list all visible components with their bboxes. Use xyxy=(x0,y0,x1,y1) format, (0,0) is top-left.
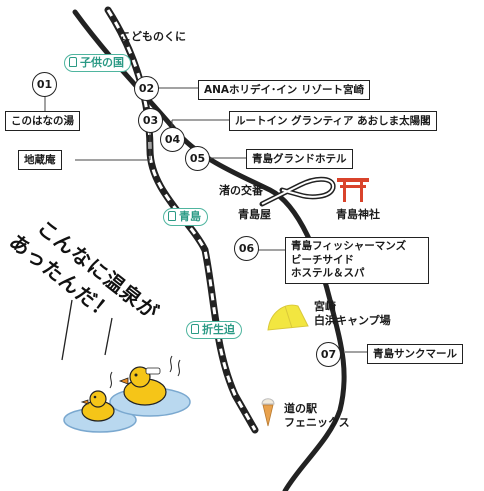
spot-02-name: ANAホリデイ･イン リゾート宮崎 xyxy=(198,80,370,100)
tent-icon xyxy=(267,304,309,331)
station-kodomonokuni: 子供の国 xyxy=(64,54,131,72)
train-icon xyxy=(168,211,176,221)
station-label: 青島 xyxy=(179,210,201,223)
spot-06-number: 06 xyxy=(234,236,259,261)
duck-icon xyxy=(80,390,115,422)
spot-03-number: 03 xyxy=(138,108,163,133)
station-orifuseko: 折生迫 xyxy=(186,321,242,339)
nagisa-police-box-label: 渚の交番 xyxy=(219,184,263,197)
spot-01-name: このはなの湯 xyxy=(5,111,80,131)
michinoeki-label: 道の駅 フェニックス xyxy=(284,402,374,430)
torii-icon xyxy=(337,178,369,202)
spot-05-name: 青島グランドホテル xyxy=(246,149,353,169)
leader-lines xyxy=(44,87,370,353)
spot-07-name: 青島サンクマール xyxy=(367,344,463,364)
duck-icon xyxy=(118,366,167,406)
station-label: 折生迫 xyxy=(202,323,235,336)
michinoeki-label-line2: フェニックス xyxy=(284,416,350,429)
train-icon xyxy=(191,324,199,334)
spot-01-number: 01 xyxy=(32,72,57,97)
duck-illustration xyxy=(63,355,191,433)
spot-06-name-line3: ホステル＆スパ xyxy=(291,267,365,279)
spot-02-number: 02 xyxy=(134,76,159,101)
shirahama-camp-label: 宮崎 白浜キャンプ場 xyxy=(314,300,424,328)
spot-06-name: 青島フィッシャーマンズ ビーチサイド ホステル＆スパ xyxy=(285,237,429,284)
spot-04-number: 04 xyxy=(160,127,185,152)
spot-03-name: 地蔵庵 xyxy=(18,150,62,170)
kodomonokuni-area-label: こどものくに xyxy=(120,30,186,43)
spot-06-name-line2: ビーチサイド xyxy=(291,253,354,266)
loop-road xyxy=(259,176,336,207)
spot-05-number: 05 xyxy=(185,146,210,171)
spot-06-name-line1: 青島フィッシャーマンズ xyxy=(291,240,407,252)
train-icon xyxy=(69,57,77,67)
slogan: こんなに温泉が あったんだ！ xyxy=(5,212,164,362)
camp-label-line1: 宮崎 xyxy=(314,300,336,313)
camp-label-line2: 白浜キャンプ場 xyxy=(314,314,391,327)
aoshimaya-label: 青島屋 xyxy=(238,208,271,221)
aoshima-shrine-label: 青島神社 xyxy=(336,208,380,221)
spot-04-name: ルートイン グランティア あおしま太陽閣 xyxy=(229,111,437,131)
station-aoshima: 青島 xyxy=(163,208,208,226)
michinoeki-label-line1: 道の駅 xyxy=(284,402,317,415)
spot-07-number: 07 xyxy=(316,342,341,367)
station-label: 子供の国 xyxy=(80,56,124,69)
soft-serve-icon xyxy=(261,398,275,427)
slogan-strokes xyxy=(61,299,113,361)
